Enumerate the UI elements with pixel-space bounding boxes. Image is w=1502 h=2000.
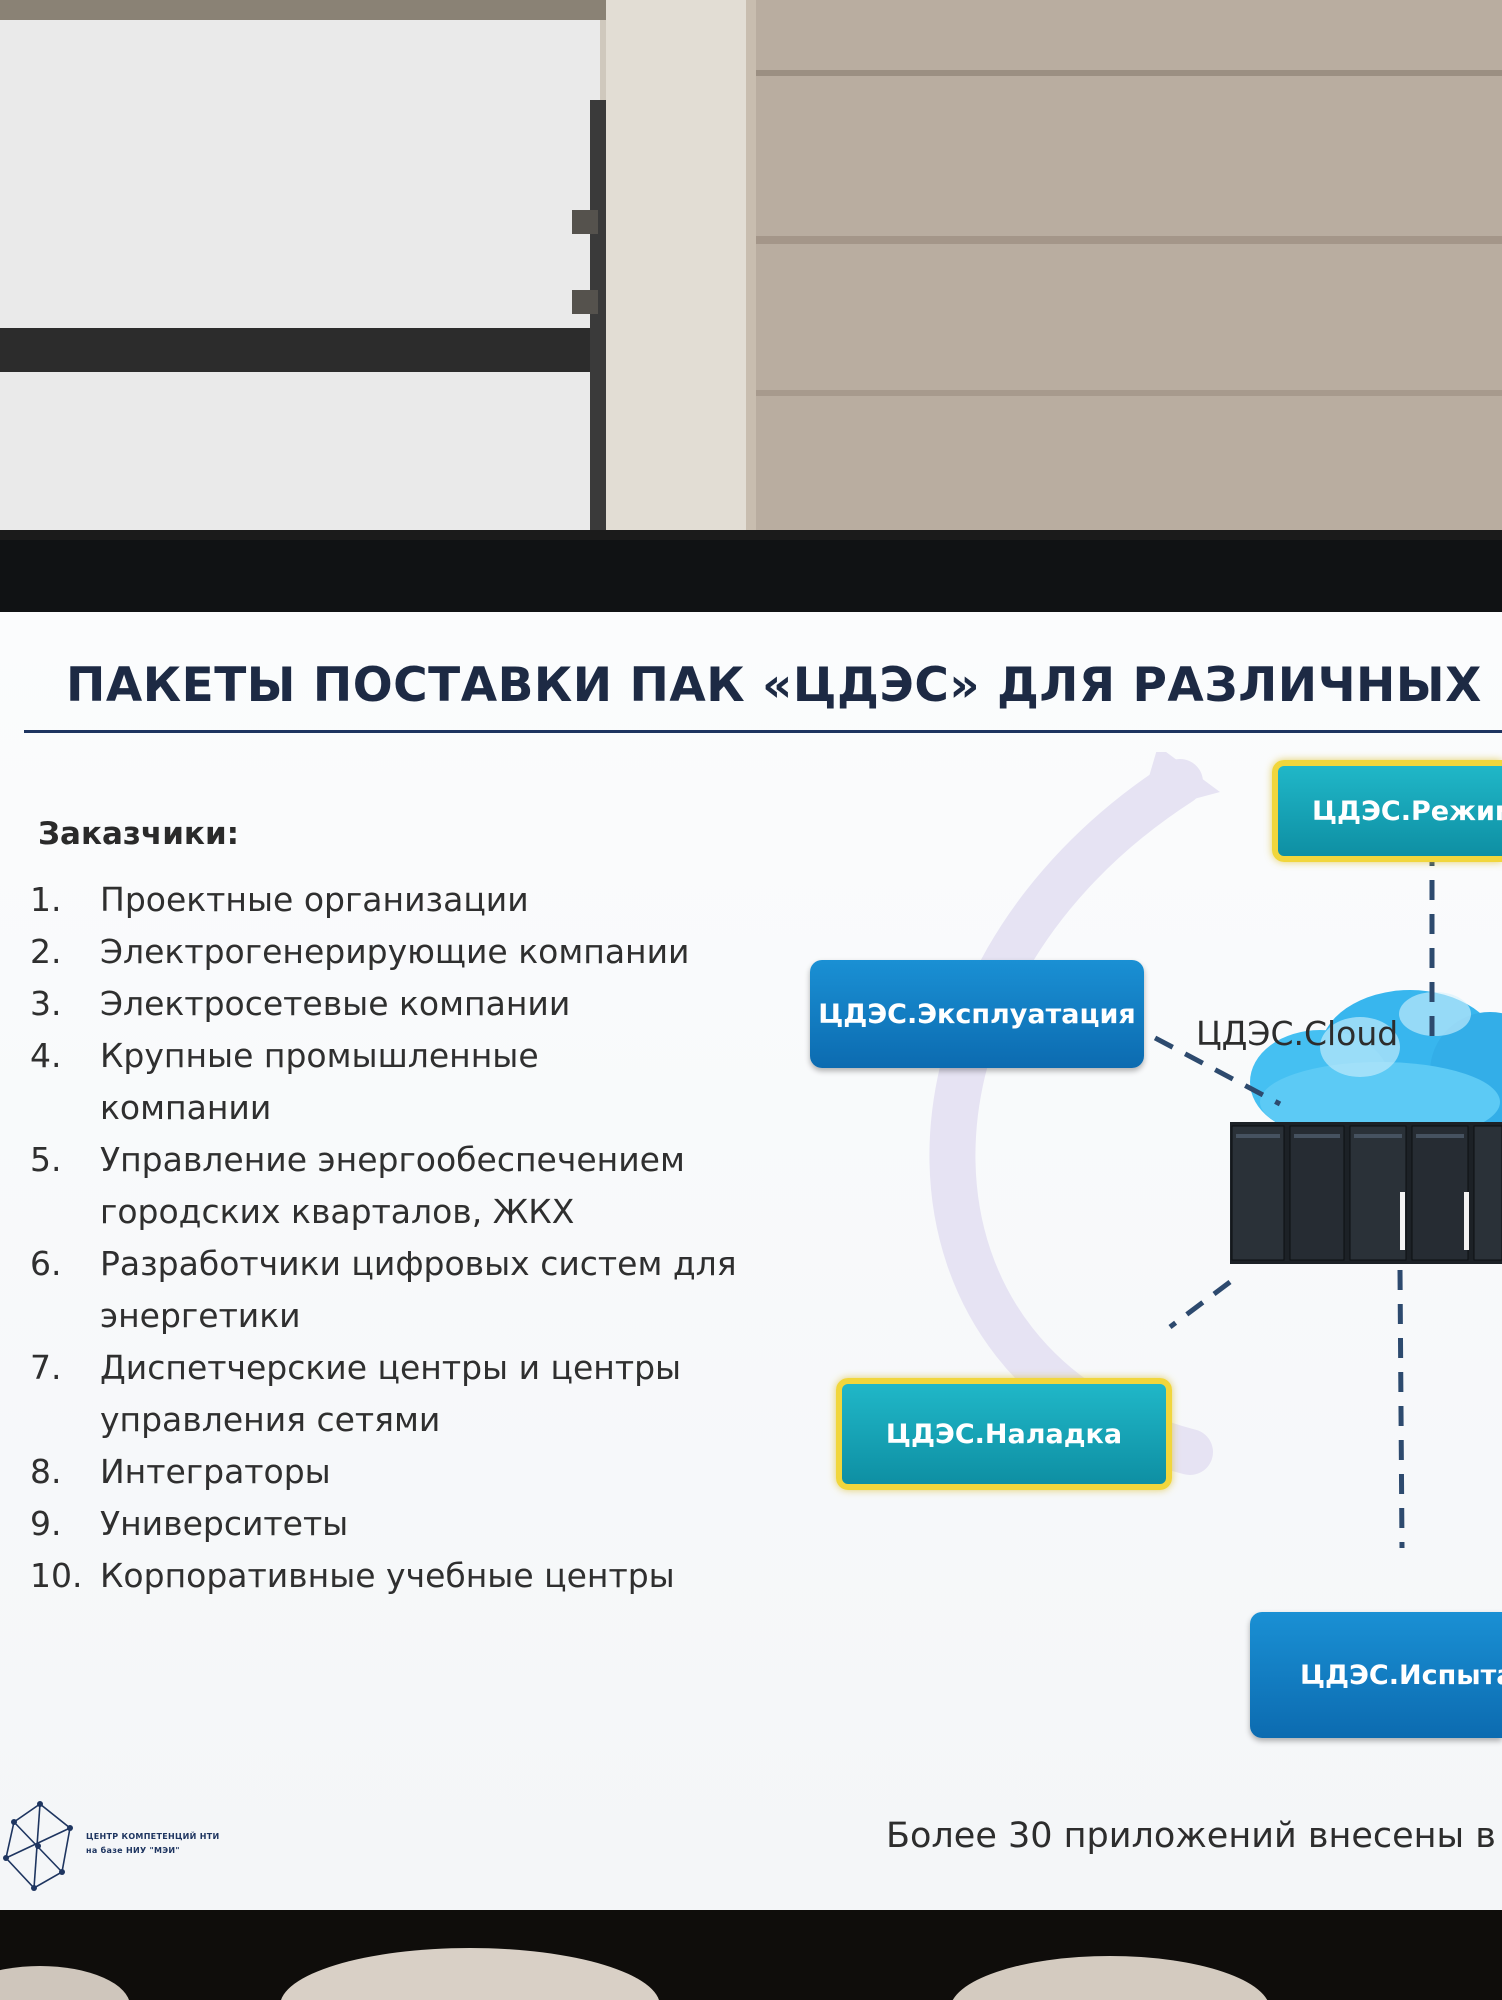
list-item: 6. Разработчики цифровых систем для энер…	[30, 1238, 770, 1342]
slide-title: ПАКЕТЫ ПОСТАВКИ ПАК «ЦДЭС» ДЛЯ РАЗЛИЧНЫХ…	[66, 658, 1502, 713]
footer-note: Более 30 приложений внесены в	[886, 1816, 1496, 1856]
list-item-text: Университеты	[100, 1504, 349, 1543]
list-item-text: Крупные промышленные компании	[100, 1036, 539, 1127]
list-item-number: 3.	[30, 984, 62, 1023]
list-item-text: Проектные организации	[100, 880, 529, 919]
list-item: 5. Управление энергообеспечением городск…	[30, 1134, 770, 1238]
list-item-number: 1.	[30, 880, 62, 919]
cloud-label: ЦДЭС.Cloud	[1196, 1014, 1399, 1053]
list-item-number: 8.	[30, 1452, 62, 1491]
node-cdes-rezhim: ЦДЭС.Режим	[1272, 760, 1502, 862]
list-item-text: Управление энергообеспечением городских …	[100, 1140, 685, 1231]
diagram-graphics	[929, 752, 1502, 1549]
list-item: 1. Проектные организации	[30, 874, 770, 926]
list-item: 8. Интеграторы	[30, 1446, 770, 1498]
server-rack-icon	[1230, 1122, 1502, 1264]
organization-logo-icon	[3, 1801, 73, 1891]
list-item-number: 10.	[30, 1556, 83, 1595]
list-item-text: Диспетчерские центры и центры управления…	[100, 1348, 682, 1439]
list-item-number: 4.	[30, 1036, 62, 1075]
list-item: 4. Крупные промышленные компании	[30, 1030, 770, 1134]
list-item-text: Электросетевые компании	[100, 984, 571, 1023]
presentation-slide: ПАКЕТЫ ПОСТАВКИ ПАК «ЦДЭС» ДЛЯ РАЗЛИЧНЫХ…	[0, 612, 1502, 1910]
list-item-number: 7.	[30, 1348, 62, 1387]
audience-foreground	[0, 1910, 1502, 2000]
list-item-number: 5.	[30, 1140, 62, 1179]
list-item-text: Корпоративные учебные центры	[100, 1556, 675, 1595]
list-item-text: Разработчики цифровых систем для энергет…	[100, 1244, 737, 1335]
footer-org-line2: на базе НИУ "МЭИ"	[86, 1846, 180, 1855]
list-item: 2. Электрогенерирующие компании	[30, 926, 770, 978]
cdes-diagram: ЦДЭС.Режим ЦДЭС.Эксплуатация ЦДЭС.Cloud …	[760, 752, 1502, 1752]
cycle-arrowhead	[1138, 752, 1220, 814]
node-cdes-ispyta: ЦДЭС.Испыта	[1250, 1612, 1502, 1738]
screen-bezel	[0, 540, 1502, 620]
customers-heading: Заказчики:	[38, 816, 240, 852]
list-item-number: 9.	[30, 1504, 62, 1543]
list-item-text: Электрогенерирующие компании	[100, 932, 690, 971]
footer-org-line1: ЦЕНТР КОМПЕТЕНЦИЙ НТИ	[86, 1832, 220, 1841]
ceiling-photo	[0, 0, 1502, 560]
cloud-icon	[1250, 990, 1502, 1142]
title-divider	[24, 730, 1502, 733]
list-item: 7. Диспетчерские центры и центры управле…	[30, 1342, 770, 1446]
node-cdes-ekspluatatsiya: ЦДЭС.Эксплуатация	[810, 960, 1144, 1068]
list-item-text: Интеграторы	[100, 1452, 331, 1491]
customers-list: 1. Проектные организации 2. Электрогенер…	[30, 874, 770, 1602]
list-item: 3. Электросетевые компании	[30, 978, 770, 1030]
list-item-number: 2.	[30, 932, 62, 971]
room-background	[0, 0, 1502, 560]
cycle-arrow-arc	[929, 759, 1213, 1475]
list-item: 10. Корпоративные учебные центры	[30, 1550, 770, 1602]
list-item-number: 6.	[30, 1244, 62, 1283]
node-cdes-naladka: ЦДЭС.Наладка	[836, 1378, 1172, 1490]
audience-silhouettes	[0, 1910, 1502, 2000]
list-item: 9. Университеты	[30, 1498, 770, 1550]
